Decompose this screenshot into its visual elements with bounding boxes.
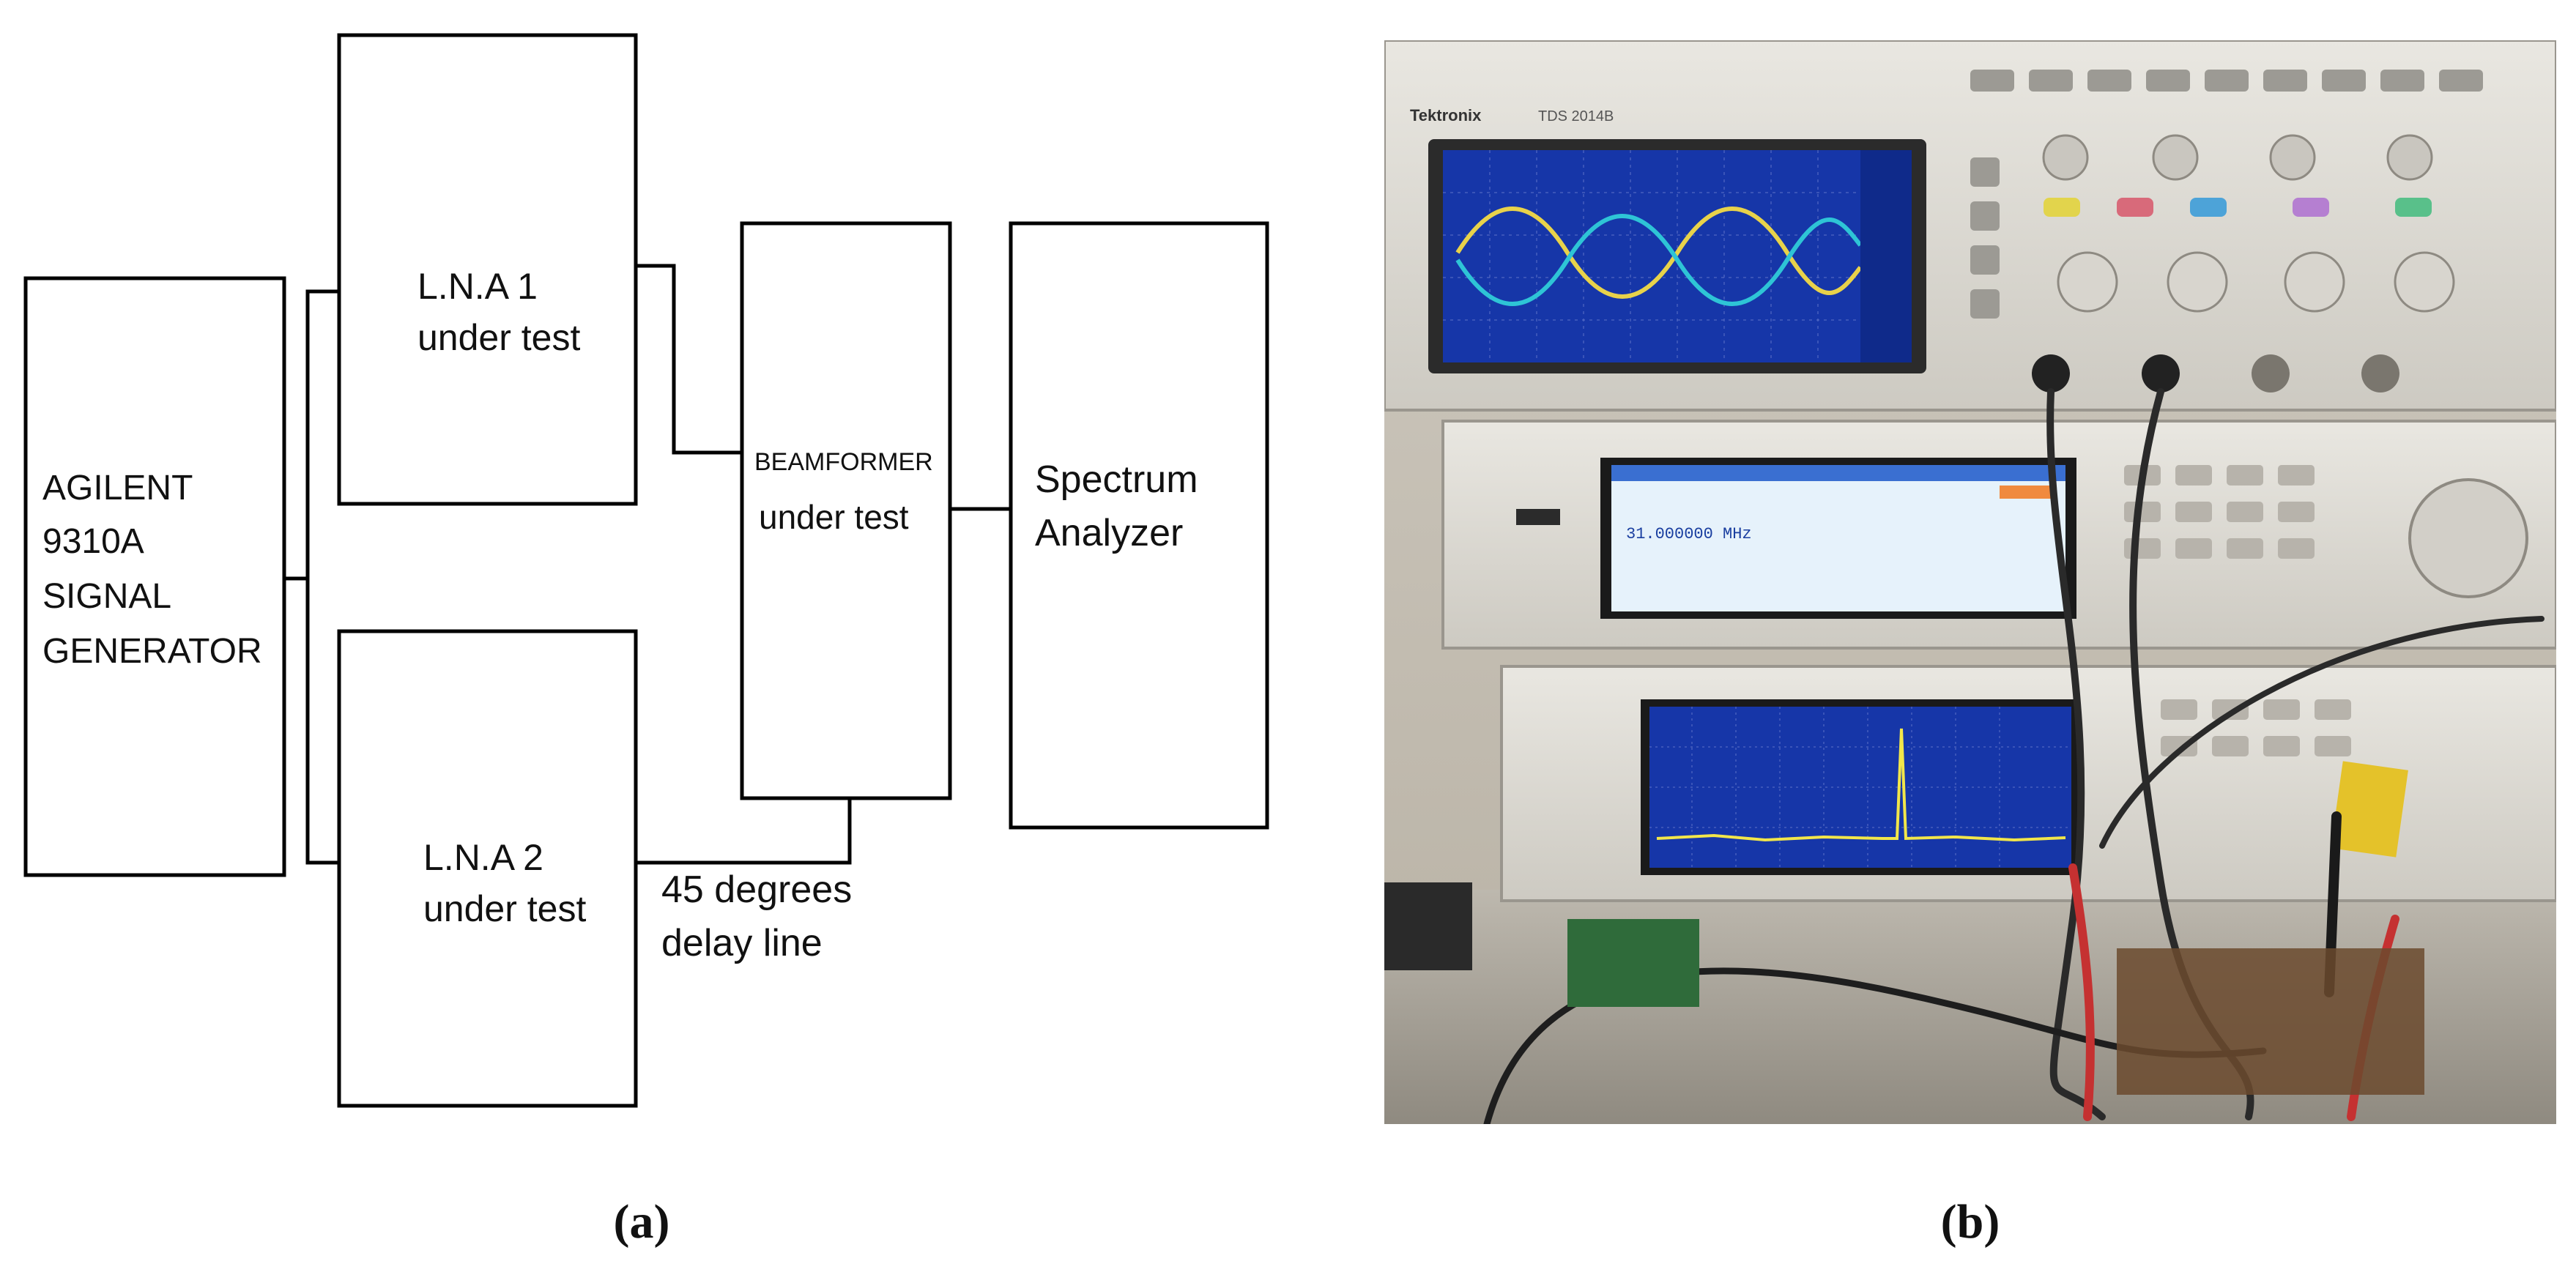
- signal-generator-unit: 31.000000 MHz: [1441, 420, 2556, 650]
- lna1-line-2: under test: [417, 317, 580, 358]
- beamformer-box: [740, 221, 952, 800]
- scope-buttons: [1970, 70, 2483, 319]
- delay-line-wire: [636, 798, 852, 865]
- lna1-box: [337, 33, 638, 506]
- delay-line-label: 45 degrees delay line: [661, 868, 863, 964]
- analyzer-keypad: [2161, 699, 2351, 756]
- beamformer-line-1: BEAMFORMER: [754, 448, 933, 476]
- spectrum-analyzer-label: Spectrum Analyzer: [1035, 458, 1209, 554]
- scope-trace-1: [1455, 207, 1863, 299]
- lna2-line-2: under test: [423, 888, 586, 929]
- spectrum-analyzer-unit: [1500, 665, 2556, 902]
- spectrum-analyzer-box: [1009, 221, 1269, 830]
- signal-generator-line-2: 9310A: [42, 522, 144, 561]
- scope-brand: Tektronix: [1410, 106, 1482, 124]
- wire-gen-to-lna2: [284, 576, 339, 865]
- lna1-line-1: L.N.A 1: [417, 266, 538, 307]
- signal-generator-line-1: AGILENT: [42, 469, 193, 507]
- pcb-left: [1567, 919, 1699, 1007]
- dut-board: [2117, 948, 2424, 1095]
- caption-b: (b): [1941, 1195, 2000, 1249]
- lna2-label: L.N.A 2 under test: [423, 837, 586, 929]
- test-bench-illustration: Tektronix TDS 2014B: [1384, 40, 2556, 1124]
- signal-generator-line-4: GENERATOR: [42, 632, 262, 671]
- signal-generator-box: [23, 276, 286, 877]
- lna1-label: L.N.A 1 under test: [417, 266, 580, 358]
- scope-model: TDS 2014B: [1538, 108, 1614, 124]
- generator-readout: 31.000000 MHz: [1626, 525, 1752, 543]
- lna2-box: [337, 629, 638, 1108]
- spectrum-analyzer-line-2: Analyzer: [1035, 512, 1183, 554]
- scope-grid: [1443, 150, 1912, 362]
- oscilloscope: Tektronix TDS 2014B: [1384, 40, 2556, 412]
- signal-generator-line-3: SIGNAL: [42, 577, 171, 616]
- beamformer-line-2: under test: [759, 498, 909, 536]
- caption-a: (a): [614, 1195, 670, 1249]
- scope-knobs: [2032, 134, 2455, 393]
- yellow-tag: [2331, 761, 2408, 858]
- delay-line-text-2: delay line: [661, 922, 823, 964]
- beamformer-label: BEAMFORMER under test: [754, 448, 936, 536]
- analyzer-grid: [1649, 707, 2071, 868]
- lna2-line-1: L.N.A 2: [423, 837, 543, 878]
- wire-lna1-to-beamformer: [636, 264, 742, 455]
- signal-generator-label: AGILENT 9310A SIGNAL GENERATOR: [42, 469, 262, 671]
- delay-line-text-1: 45 degrees: [661, 868, 852, 911]
- wire-gen-to-lna1: [284, 289, 339, 581]
- spectrum-analyzer-line-1: Spectrum: [1035, 458, 1198, 501]
- generator-screen: [1611, 465, 2065, 611]
- scope-trace-2: [1455, 214, 1863, 306]
- block-diagram: AGILENT 9310A SIGNAL GENERATOR L.N.A 1 u…: [23, 33, 1269, 1249]
- spectrum-trace: [1656, 728, 2066, 842]
- generator-knob: [2408, 478, 2528, 598]
- test-bench-photo: Tektronix TDS 2014B: [1384, 40, 2556, 1124]
